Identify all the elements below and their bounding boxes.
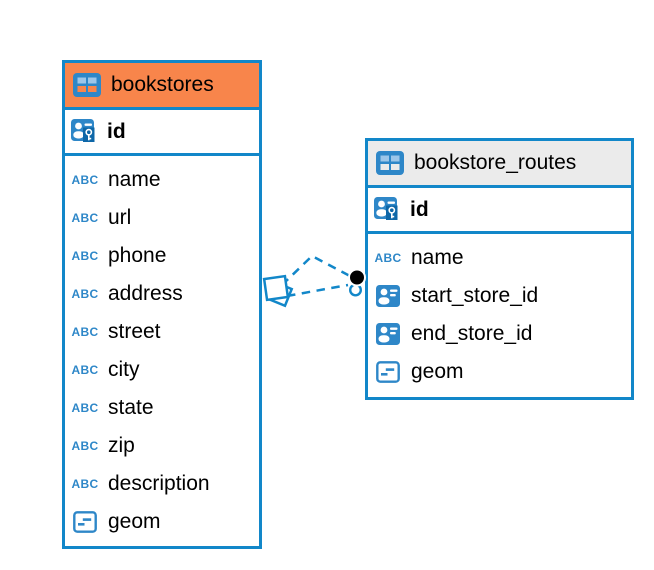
field-row[interactable]: ABC street bbox=[65, 313, 259, 351]
field-row[interactable]: ABC address bbox=[65, 275, 259, 313]
field-label: start_store_id bbox=[411, 284, 539, 307]
field-label: street bbox=[108, 320, 161, 343]
text-type-icon: ABC bbox=[71, 249, 99, 263]
field-list: ABC name start_store_id bbox=[368, 234, 631, 396]
field-row-id[interactable]: id bbox=[65, 110, 259, 156]
foreign-key-icon bbox=[374, 285, 402, 307]
text-type-icon: ABC bbox=[71, 287, 99, 301]
field-row[interactable]: geom bbox=[368, 353, 631, 391]
field-list: ABC name ABC url ABC phone ABC address A… bbox=[65, 156, 259, 546]
field-row[interactable]: ABC phone bbox=[65, 237, 259, 275]
text-type-icon: ABC bbox=[71, 363, 99, 377]
field-row[interactable]: ABC description bbox=[65, 465, 259, 503]
text-type-icon: ABC bbox=[71, 173, 99, 187]
field-row[interactable]: ABC url bbox=[65, 199, 259, 237]
table-title: bookstore_routes bbox=[414, 151, 577, 174]
field-row-id[interactable]: id bbox=[368, 188, 631, 234]
table-bookstore-routes[interactable]: bookstore_routes id ABC bbox=[365, 138, 634, 400]
field-label: zip bbox=[108, 434, 135, 457]
geometry-type-icon bbox=[71, 511, 99, 533]
field-label: city bbox=[108, 358, 140, 381]
field-row[interactable]: ABC zip bbox=[65, 427, 259, 465]
table-icon bbox=[73, 73, 101, 97]
relationship-endpoint-dot[interactable] bbox=[348, 268, 366, 287]
field-label: id bbox=[107, 119, 126, 143]
foreign-key-icon bbox=[374, 323, 402, 345]
text-type-icon: ABC bbox=[71, 211, 99, 225]
field-label: address bbox=[108, 282, 183, 305]
field-label: geom bbox=[108, 510, 161, 533]
field-row[interactable]: ABC city bbox=[65, 351, 259, 389]
field-row[interactable]: geom bbox=[65, 503, 259, 541]
relationship-line-1[interactable] bbox=[281, 254, 351, 286]
relationship-source-glyph[interactable] bbox=[262, 274, 294, 308]
primary-key-icon bbox=[71, 118, 99, 145]
field-label: description bbox=[108, 472, 210, 495]
table-bookstores[interactable]: bookstores id ABC bbox=[62, 60, 262, 549]
table-bookstores-header[interactable]: bookstores bbox=[65, 63, 259, 110]
table-icon bbox=[376, 151, 404, 175]
text-type-icon: ABC bbox=[71, 325, 99, 339]
text-type-icon: ABC bbox=[374, 251, 402, 265]
relationship-line-2[interactable] bbox=[286, 283, 349, 298]
text-type-icon: ABC bbox=[71, 477, 99, 491]
field-row[interactable]: ABC state bbox=[65, 389, 259, 427]
field-label: end_store_id bbox=[411, 322, 533, 345]
field-row[interactable]: ABC name bbox=[65, 161, 259, 199]
field-label: phone bbox=[108, 244, 167, 267]
primary-key-icon bbox=[374, 196, 402, 223]
field-label: url bbox=[108, 206, 132, 229]
field-label: state bbox=[108, 396, 154, 419]
field-row[interactable]: end_store_id bbox=[368, 315, 631, 353]
text-type-icon: ABC bbox=[71, 439, 99, 453]
geometry-type-icon bbox=[374, 361, 402, 383]
field-label: name bbox=[411, 246, 464, 269]
field-label: id bbox=[410, 197, 429, 221]
field-label: name bbox=[108, 168, 161, 191]
table-bookstore-routes-header[interactable]: bookstore_routes bbox=[368, 141, 631, 188]
field-row[interactable]: ABC name bbox=[368, 239, 631, 277]
table-title: bookstores bbox=[111, 73, 214, 96]
field-row[interactable]: start_store_id bbox=[368, 277, 631, 315]
text-type-icon: ABC bbox=[71, 401, 99, 415]
field-label: geom bbox=[411, 360, 464, 383]
